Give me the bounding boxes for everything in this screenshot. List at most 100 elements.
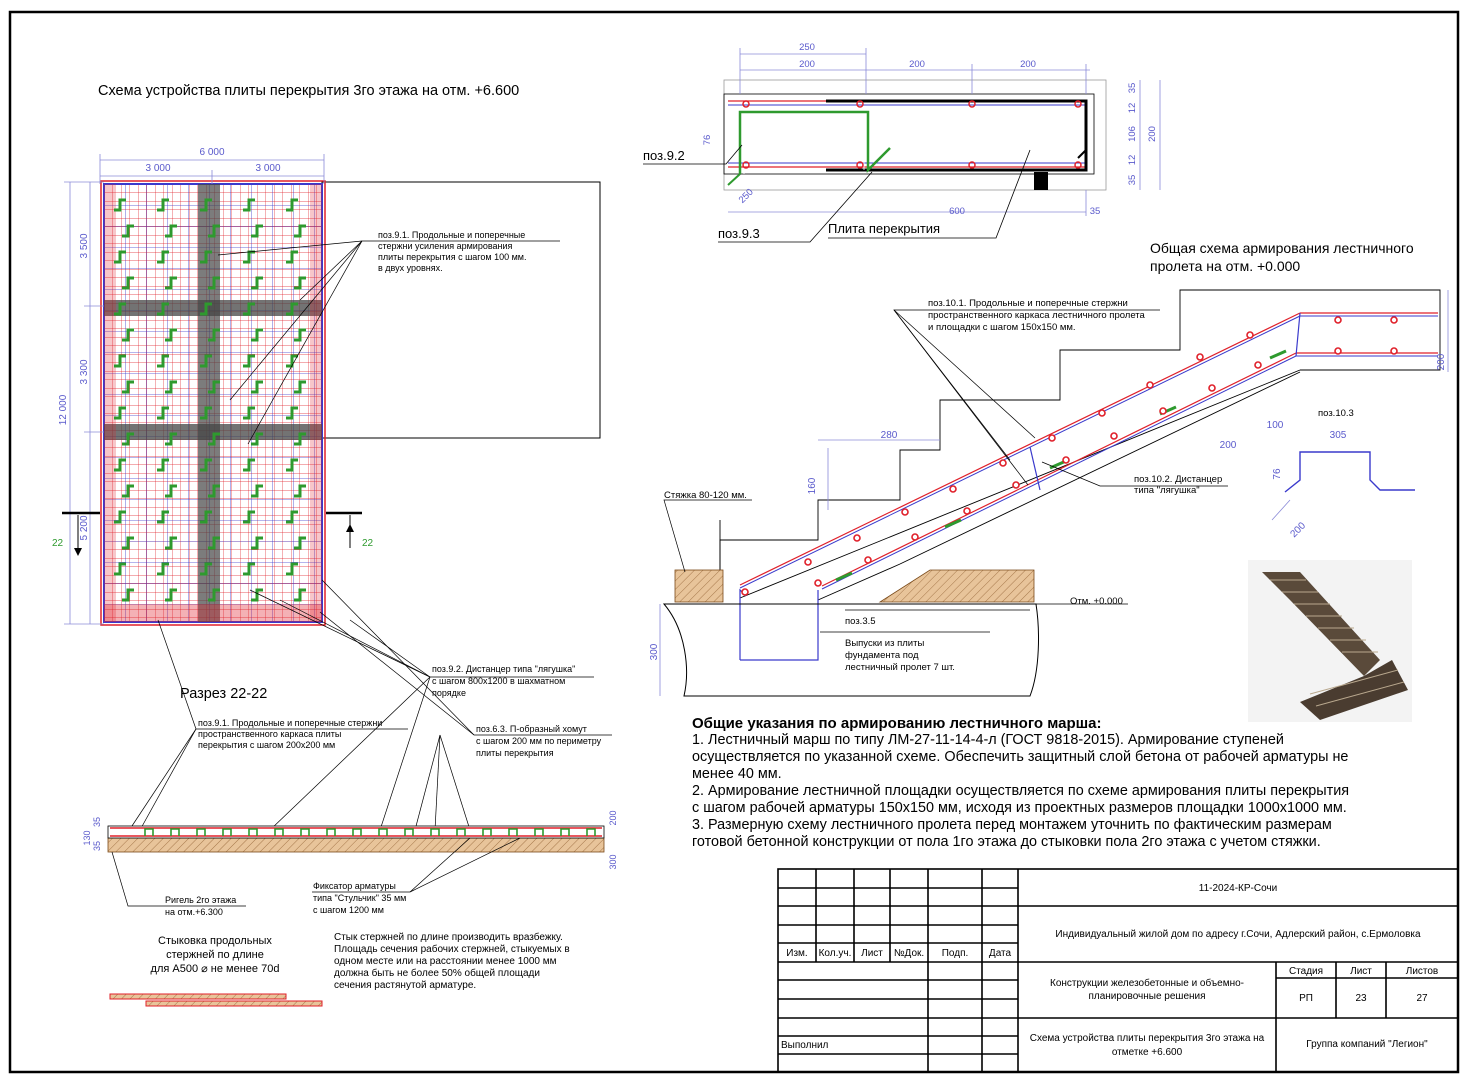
spacer-frog <box>157 562 169 576</box>
rebar-dot <box>741 588 749 596</box>
spacer-frog <box>157 458 169 472</box>
rebar-dot <box>1012 481 1020 489</box>
stamp-col-doc: №Док. <box>894 948 924 959</box>
stamp-sheet-title-1: Схема устройства плиты перекрытия 3го эт… <box>1030 1033 1265 1044</box>
rebar-dot <box>1048 434 1056 442</box>
spacer-frog <box>208 484 220 498</box>
rebar-dot <box>1098 409 1106 417</box>
section-title: Разрез 22-22 <box>180 686 267 702</box>
spacer-frog <box>122 588 134 602</box>
note-9-1a-line3: плиты перекрытия с шагом 100 мм. <box>378 252 526 262</box>
stair-3d-render <box>1248 560 1412 722</box>
section-chair <box>300 828 310 836</box>
stamp-col-izm: Изм. <box>786 948 807 959</box>
rebar-dot <box>1390 316 1398 324</box>
spacer-frog <box>251 224 263 238</box>
note-9-1b-line3: перекрытия с шагом 200х200 мм <box>198 740 335 750</box>
outlets-line3: лестничный пролет 7 шт. <box>845 662 955 673</box>
section-chair <box>534 828 544 836</box>
note-6-3-line1: поз.6.3. П-образный хомут <box>476 724 587 734</box>
spacer-frog <box>114 354 126 368</box>
splice-title-3: для А500 ⌀ не менее 70d <box>151 963 280 975</box>
rebar-dot <box>1390 347 1398 355</box>
spacer-frog <box>114 562 126 576</box>
stair-general-notes: Общие указания по армированию лестничног… <box>692 715 1412 851</box>
outlets-line1: Выпуски из плиты <box>845 638 924 649</box>
section-chair <box>274 828 284 836</box>
spacer-frog <box>286 250 298 264</box>
rebar-dot <box>804 558 812 566</box>
notes-line-1: 1. Лестничный марш по типу ЛМ-27-11-14-4… <box>692 732 1284 748</box>
spacer-frog <box>208 588 220 602</box>
spacer-frog <box>165 224 177 238</box>
section-chair <box>222 828 232 836</box>
spacer-frog <box>157 198 169 212</box>
sec-dim-35b: 35 <box>92 841 102 851</box>
stair-dim-300: 300 <box>649 643 660 660</box>
stair-title-2: пролета на отм. +0.000 <box>1150 258 1300 274</box>
rebar-dot <box>949 485 957 493</box>
spacer-frog <box>251 536 263 550</box>
spacer-frog <box>251 328 263 342</box>
sec-dim-35a: 35 <box>92 817 102 827</box>
splice-text-5: сечения растянутой арматуре. <box>334 980 476 991</box>
det-35c: 35 <box>1090 206 1101 217</box>
stair-dim-200s: 200 <box>1220 440 1237 451</box>
note-9-2-line2: с шагом 800х1200 в шахматном <box>432 676 565 686</box>
notes-line-5: с шагом рабочей арматуры 150х150 мм, исх… <box>692 800 1347 816</box>
sec-dim-300: 300 <box>608 854 618 869</box>
section-chair <box>378 828 388 836</box>
spacer-frog <box>286 562 298 576</box>
slab-edge-detail <box>723 79 1107 191</box>
stamp-col-list: Лист <box>861 948 883 959</box>
rebar-dot <box>1159 407 1167 415</box>
section-chair <box>404 828 414 836</box>
spacer-frog <box>286 198 298 212</box>
spacer-frog <box>294 328 306 342</box>
spacer-frog <box>286 302 298 316</box>
rigel-line2: на отм.+6.300 <box>165 907 223 917</box>
stamp-col-kolvo: Кол.уч. <box>819 948 852 959</box>
spacer-frog <box>251 588 263 602</box>
section-chair <box>586 828 596 836</box>
mark-0000: Отм. +0.000 <box>1070 596 1123 607</box>
spacer-frog <box>200 250 212 264</box>
splice-title-2: стержней по длине <box>166 949 264 961</box>
stamp-col-podp: Подп. <box>942 948 969 959</box>
det-250d: 250 <box>737 187 756 206</box>
spacer-frog <box>208 328 220 342</box>
stair-title-1: Общая схема армирования лестничного <box>1150 240 1414 256</box>
dim-6000: 6 000 <box>199 147 224 158</box>
spacer-frog <box>200 458 212 472</box>
outlets-line2: фундамента под <box>845 650 919 661</box>
pos-9-3: поз.9.3 <box>718 226 760 241</box>
spacer-frog <box>114 510 126 524</box>
section-chair <box>430 828 440 836</box>
spacer-frog <box>165 380 177 394</box>
rebar-dot <box>853 534 861 542</box>
spacer-frog <box>114 458 126 472</box>
det-200c: 200 <box>1020 59 1036 70</box>
spacer-frog <box>165 588 177 602</box>
spacer-frog <box>294 536 306 550</box>
section-chair <box>144 828 154 836</box>
cut-label-left: 22 <box>52 538 64 549</box>
det-12a: 12 <box>1127 103 1138 114</box>
notes-line-4: 2. Армирование лестничной площадки осуще… <box>692 783 1350 799</box>
note-9-1a-line2: стержни усиления армирования <box>378 241 513 251</box>
spacer-frog <box>294 588 306 602</box>
rebar-dot <box>1196 353 1204 361</box>
pos-10-3-305: 305 <box>1330 430 1347 441</box>
spacer-frog <box>165 328 177 342</box>
spacer-frog <box>165 276 177 290</box>
spacer-frog <box>208 224 220 238</box>
pos-9-2: поз.9.2 <box>643 148 685 163</box>
dim-12000: 12 000 <box>58 394 69 425</box>
spacer-frog <box>122 224 134 238</box>
spacer-frog <box>208 432 220 446</box>
dim-3000-left: 3 000 <box>145 163 170 174</box>
fixator-line2: типа "Стульчик" 35 мм <box>313 893 406 903</box>
splice-bars <box>109 993 323 1007</box>
rebar-dot <box>963 507 971 515</box>
